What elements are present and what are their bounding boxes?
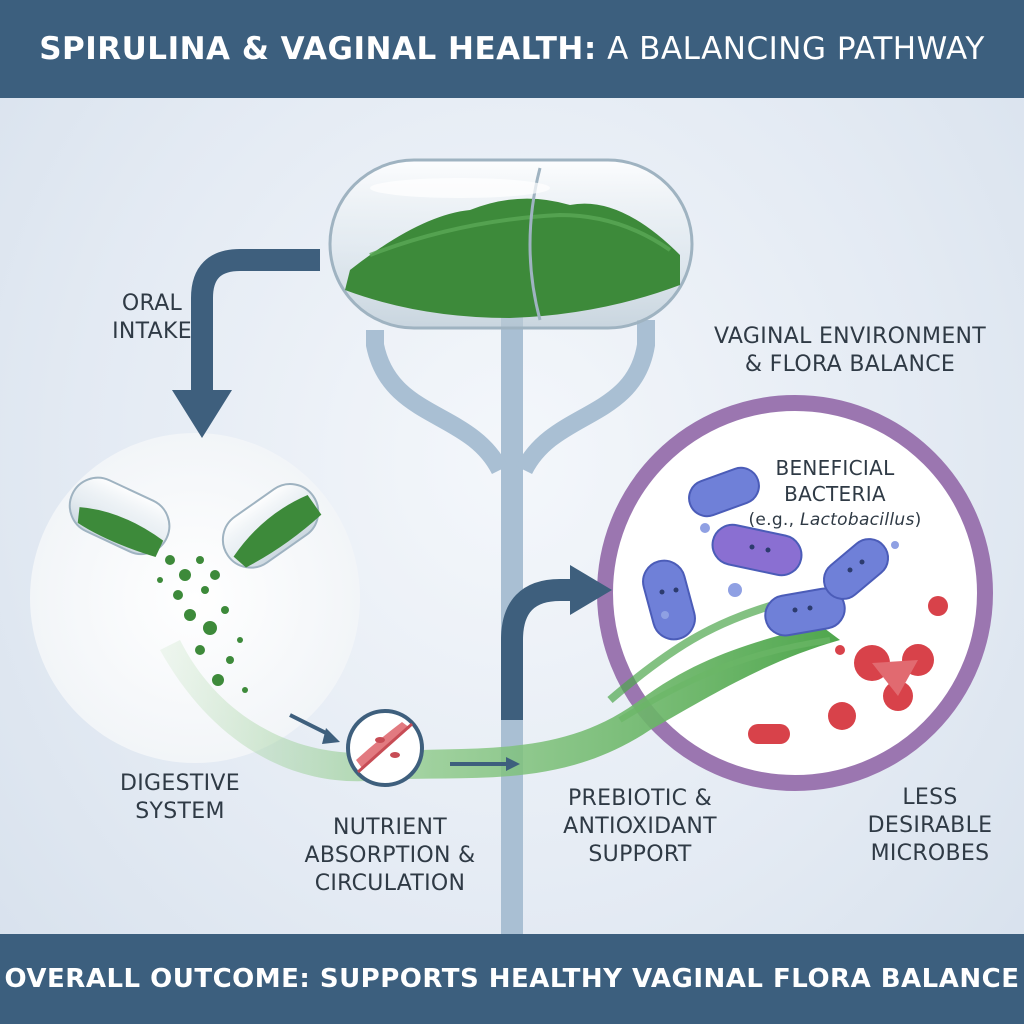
less-desirable-line-3: MICROBES — [870, 841, 990, 866]
beneficial-bacteria-label: BENEFICIAL BACTERIA (e.g., Lactobacillus… — [720, 455, 950, 533]
prebiotic-line-1: PREBIOTIC & — [567, 786, 713, 811]
oral-intake-line-1: ORAL — [121, 291, 183, 316]
title-light: A BALANCING PATHWAY — [607, 31, 985, 67]
less-desirable-line-1: LESS — [902, 785, 958, 810]
digestive-bubble — [30, 433, 360, 763]
beneficial-example-name: Lactobacillus — [800, 510, 915, 530]
prebiotic-line-2: ANTIOXIDANT — [563, 814, 717, 839]
beneficial-bacteria-icon — [642, 466, 890, 641]
nutrient-line-2: ABSORPTION & — [304, 843, 476, 868]
oral-intake-label: ORAL INTAKE — [72, 290, 232, 346]
blood-vessel-icon — [346, 709, 424, 787]
open-capsule-icon — [68, 476, 322, 569]
beneficial-line-1: BENEFICIAL — [775, 456, 895, 480]
capsule-icon — [328, 158, 694, 330]
bacteria-faces — [659, 544, 865, 613]
title-banner: SPIRULINA & VAGINAL HEALTH: A BALANCING … — [0, 0, 1024, 98]
outcome-text: OVERALL OUTCOME: SUPPORTS HEALTHY VAGINA… — [4, 964, 1020, 994]
prebiotic-line-3: SUPPORT — [588, 842, 692, 867]
spirulina-particles — [157, 555, 248, 693]
digestive-line-2: SYSTEM — [135, 799, 225, 824]
digestive-system-label: DIGESTIVE SYSTEM — [90, 770, 270, 826]
title-strong: SPIRULINA & VAGINAL HEALTH: — [39, 31, 597, 67]
vaginal-environment-line-2: & FLORA BALANCE — [744, 352, 956, 377]
beneficial-example-suffix: ) — [914, 510, 922, 530]
nutrient-line-3: CIRCULATION — [314, 871, 466, 896]
flora-entry-arrow-icon — [501, 565, 612, 720]
nutrient-absorption-label: NUTRIENT ABSORPTION & CIRCULATION — [290, 814, 490, 898]
beneficial-bubbles — [661, 523, 899, 619]
nutrient-line-1: NUTRIENT — [333, 815, 447, 840]
outcome-banner: OVERALL OUTCOME: SUPPORTS HEALTHY VAGINA… — [0, 934, 1024, 1024]
beneficial-example-prefix: (e.g., — [748, 510, 801, 530]
beneficial-example: (e.g., Lactobacillus) — [720, 507, 950, 533]
vaginal-environment-line-1: VAGINAL ENVIRONMENT — [713, 324, 987, 349]
prebiotic-support-label: PREBIOTIC & ANTIOXIDANT SUPPORT — [540, 785, 740, 869]
oral-intake-arrow-icon — [172, 249, 320, 438]
less-desirable-line-2: DESIRABLE — [867, 813, 993, 838]
beneficial-line-2: BACTERIA — [784, 482, 886, 506]
nutrient-flow — [160, 596, 840, 782]
microbe-icon — [748, 596, 948, 744]
oral-intake-line-2: INTAKE — [112, 319, 192, 344]
less-desirable-label: LESS DESIRABLE MICROBES — [845, 784, 1015, 868]
vaginal-environment-label: VAGINAL ENVIRONMENT & FLORA BALANCE — [700, 323, 1000, 379]
digestive-line-1: DIGESTIVE — [120, 771, 240, 796]
